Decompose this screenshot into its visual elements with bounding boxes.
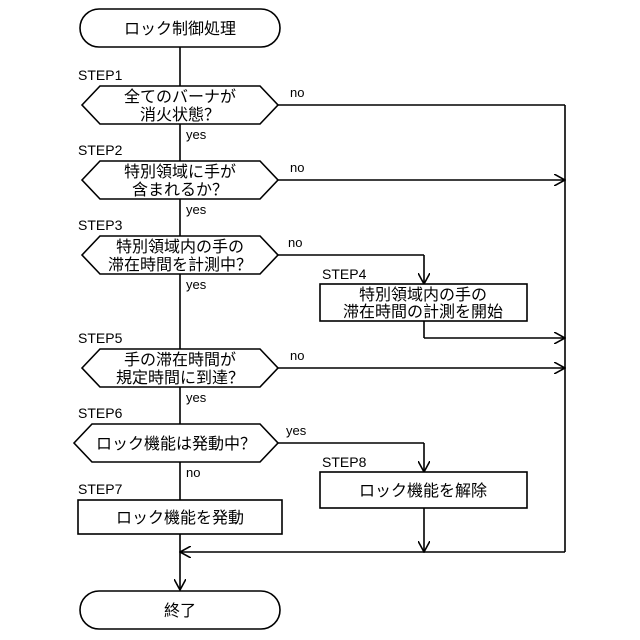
step3-line1: 特別領域内の手の <box>116 237 244 256</box>
step5-no-label: no <box>290 348 304 363</box>
end-terminal: 終了 <box>80 591 280 629</box>
step1-line1: 全てのバーナが <box>124 87 236 106</box>
step1-tag: STEP1 <box>78 67 123 83</box>
step1-no-label: no <box>290 85 304 100</box>
step5-line1: 手の滞在時間が <box>124 350 236 369</box>
step3-tag: STEP3 <box>78 217 123 233</box>
step5-tag: STEP5 <box>78 330 123 346</box>
step2-no-label: no <box>290 160 304 175</box>
step3-decision: STEP3 特別領域内の手の 滞在時間を計測中？ yes no <box>78 217 302 292</box>
step6-tag: STEP6 <box>78 405 123 421</box>
step6-no-label: no <box>186 465 200 480</box>
step2-line2: 含まれるか？ <box>132 180 228 199</box>
step8-tag: STEP8 <box>322 454 367 470</box>
step1-line2: 消火状態？ <box>140 105 220 124</box>
step3-line2: 滞在時間を計測中？ <box>108 255 252 274</box>
step7-label: ロック機能を発動 <box>116 508 244 527</box>
step2-decision: STEP2 特別領域に手が 含まれるか？ yes no <box>78 142 304 217</box>
step1-decision: STEP1 全てのバーナが 消火状態？ yes no <box>78 67 304 142</box>
step6-yes-label: yes <box>286 423 307 438</box>
step1-yes-label: yes <box>186 127 207 142</box>
step7-tag: STEP7 <box>78 481 123 497</box>
step5-decision: STEP5 手の滞在時間が 規定時間に到達？ yes no <box>78 330 304 405</box>
step4-tag: STEP4 <box>322 266 367 282</box>
end-label: 終了 <box>164 601 196 620</box>
step2-line1: 特別領域に手が <box>124 162 236 181</box>
start-terminal: ロック制御処理 <box>80 9 280 47</box>
step2-yes-label: yes <box>186 202 207 217</box>
step5-line2: 規定時間に到達？ <box>116 368 244 387</box>
start-label: ロック制御処理 <box>124 19 236 38</box>
step8-label: ロック機能を解除 <box>359 481 487 500</box>
step6-decision: STEP6 ロック機能は発動中？ yes no <box>74 405 307 480</box>
step4-line2: 滞在時間の計測を開始 <box>343 302 503 321</box>
step6-label: ロック機能は発動中？ <box>96 434 256 453</box>
step3-yes-label: yes <box>186 277 207 292</box>
step3-no-label: no <box>288 235 302 250</box>
step5-yes-label: yes <box>186 390 207 405</box>
step2-tag: STEP2 <box>78 142 123 158</box>
